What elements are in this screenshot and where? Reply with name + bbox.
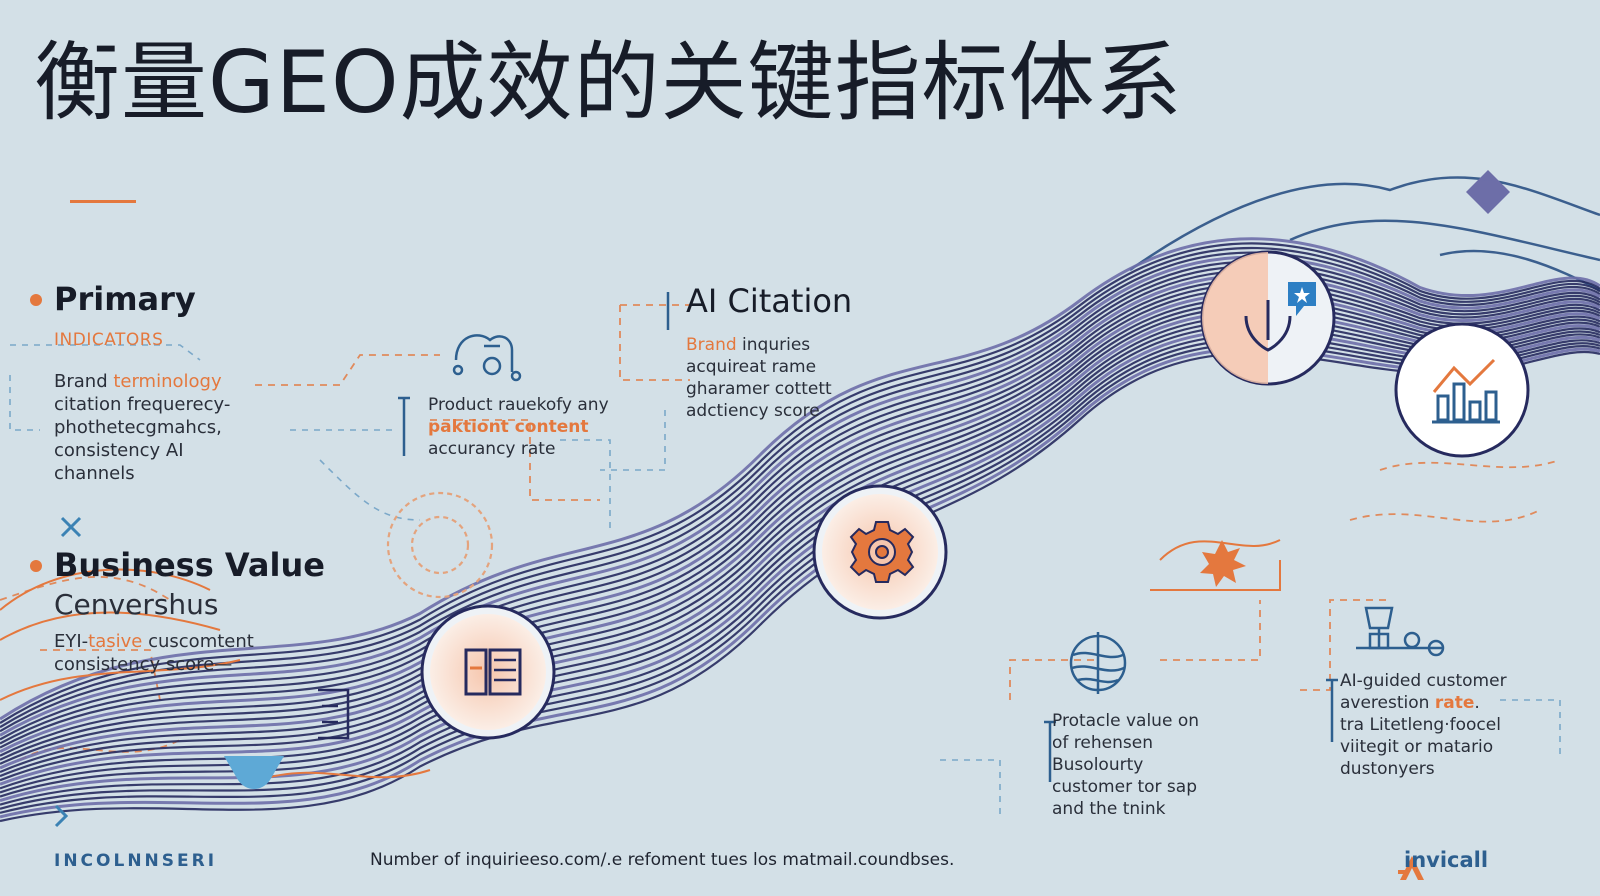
shield-icon	[1200, 250, 1336, 386]
primary-text: citation frequerecy-	[54, 394, 231, 415]
ribbon-line	[0, 260, 1600, 741]
ai-guided-text: averestion	[1340, 693, 1435, 713]
ai-citation-highlight: Brand	[686, 335, 737, 355]
ribbon-line	[0, 306, 1600, 782]
lab-equipment-icon	[1356, 606, 1445, 657]
protocol-text: Protacle value on	[1052, 711, 1199, 731]
title-underline	[70, 200, 136, 203]
shield-shape-bottom	[224, 756, 284, 789]
primary-text: Brand	[54, 371, 114, 392]
primary-text: channels	[54, 463, 135, 484]
orange-swirls	[0, 539, 1281, 781]
business-text: EYI-	[54, 631, 89, 652]
ribbon-line	[0, 251, 1600, 733]
arrow-icon	[54, 804, 69, 828]
ribbon-line	[0, 265, 1600, 745]
ai-citation-description: Brand inquries acquireat rame gharamer c…	[686, 334, 832, 422]
ai-guided-text: tra Litetleng·foocel	[1340, 715, 1501, 735]
ribbon-line	[0, 255, 1600, 737]
ai-guided-description: AI-guided customer averestion rate. tra …	[1340, 670, 1507, 780]
bar-chart-icon	[1394, 322, 1530, 458]
gear-outline	[386, 491, 494, 599]
protocol-description: Protacle value on of rehensen Busolourty…	[1052, 710, 1199, 820]
protocol-text: of rehensen	[1052, 733, 1153, 753]
ribbon-line	[0, 237, 1600, 721]
ai-guided-text: viitegit or matario	[1340, 737, 1494, 757]
ribbon-line	[0, 302, 1600, 778]
protocol-text: Busolourty	[1052, 755, 1144, 775]
brand-logo-icon	[1398, 856, 1424, 880]
ribbon-line	[0, 269, 1600, 749]
ai-citation-text: inquries	[736, 335, 811, 355]
product-text: accurancy rate	[428, 439, 556, 459]
primary-heading: Primary	[54, 280, 196, 318]
footer-brand: invicall	[1404, 848, 1489, 872]
business-bullet	[30, 560, 42, 572]
primary-description: Brand terminology citation frequerecy- p…	[54, 370, 230, 485]
primary-text: consistency AI	[54, 440, 184, 461]
primary-text: phothetecgmahcs,	[54, 417, 222, 438]
ribbon-line	[0, 242, 1600, 725]
business-heading: Business Value	[54, 546, 325, 584]
ai-citation-text: acquireat rame	[686, 357, 817, 377]
primary-subheading: INDICATORS	[54, 330, 164, 350]
ai-guided-text: .	[1474, 693, 1480, 713]
ribbon-line	[0, 288, 1600, 765]
business-text: consistency score—	[54, 654, 233, 675]
footer-left-label: INCOLNNSERI	[54, 851, 218, 871]
starburst-icon	[1200, 540, 1246, 587]
cross-icon	[60, 516, 82, 538]
primary-bullet	[30, 294, 42, 306]
ribbon-line	[0, 279, 1600, 757]
gear-icon	[812, 484, 948, 620]
protocol-text: and the tnink	[1052, 799, 1166, 819]
diamond-shape-icon	[1466, 170, 1510, 214]
document-icon	[420, 604, 556, 740]
business-description: EYI-tasive cuscomtent consistency score—	[54, 630, 254, 676]
t-markers	[398, 292, 1338, 782]
globe-icon	[1069, 632, 1127, 694]
ai-citation-text: adctiency score	[686, 401, 820, 421]
ribbon-line	[0, 292, 1600, 770]
business-subheading: Cenvershus	[54, 588, 219, 621]
product-highlight: paktiont content	[428, 417, 589, 437]
primary-highlight: terminology	[113, 371, 222, 392]
footer-caption: Number of inquirieeso.com/.e refoment tu…	[370, 850, 955, 870]
business-text: cuscomtent	[142, 631, 254, 652]
ai-guided-highlight: rate	[1434, 693, 1475, 713]
protocol-text: customer tor sap	[1052, 777, 1197, 797]
ai-guided-text: AI-guided customer	[1340, 671, 1507, 691]
product-text: Product rauekofy any	[428, 395, 609, 415]
ribbon-line	[0, 283, 1600, 761]
business-highlight: tasive	[88, 631, 143, 652]
page-title: 衡量GEO成效的关键指标体系	[34, 33, 1183, 133]
connector-lines-blue	[9, 344, 1561, 820]
ribbon-line	[0, 246, 1600, 729]
robot-icon	[452, 334, 522, 382]
small-box-icon	[318, 688, 350, 740]
connector-lines	[0, 304, 1561, 761]
product-description: Product rauekofy any paktiont content ac…	[428, 394, 609, 460]
ai-guided-text: dustonyers	[1340, 759, 1435, 779]
ai-citation-text: gharamer cottett	[686, 379, 832, 399]
ai-citation-heading: AI Citation	[686, 282, 853, 320]
